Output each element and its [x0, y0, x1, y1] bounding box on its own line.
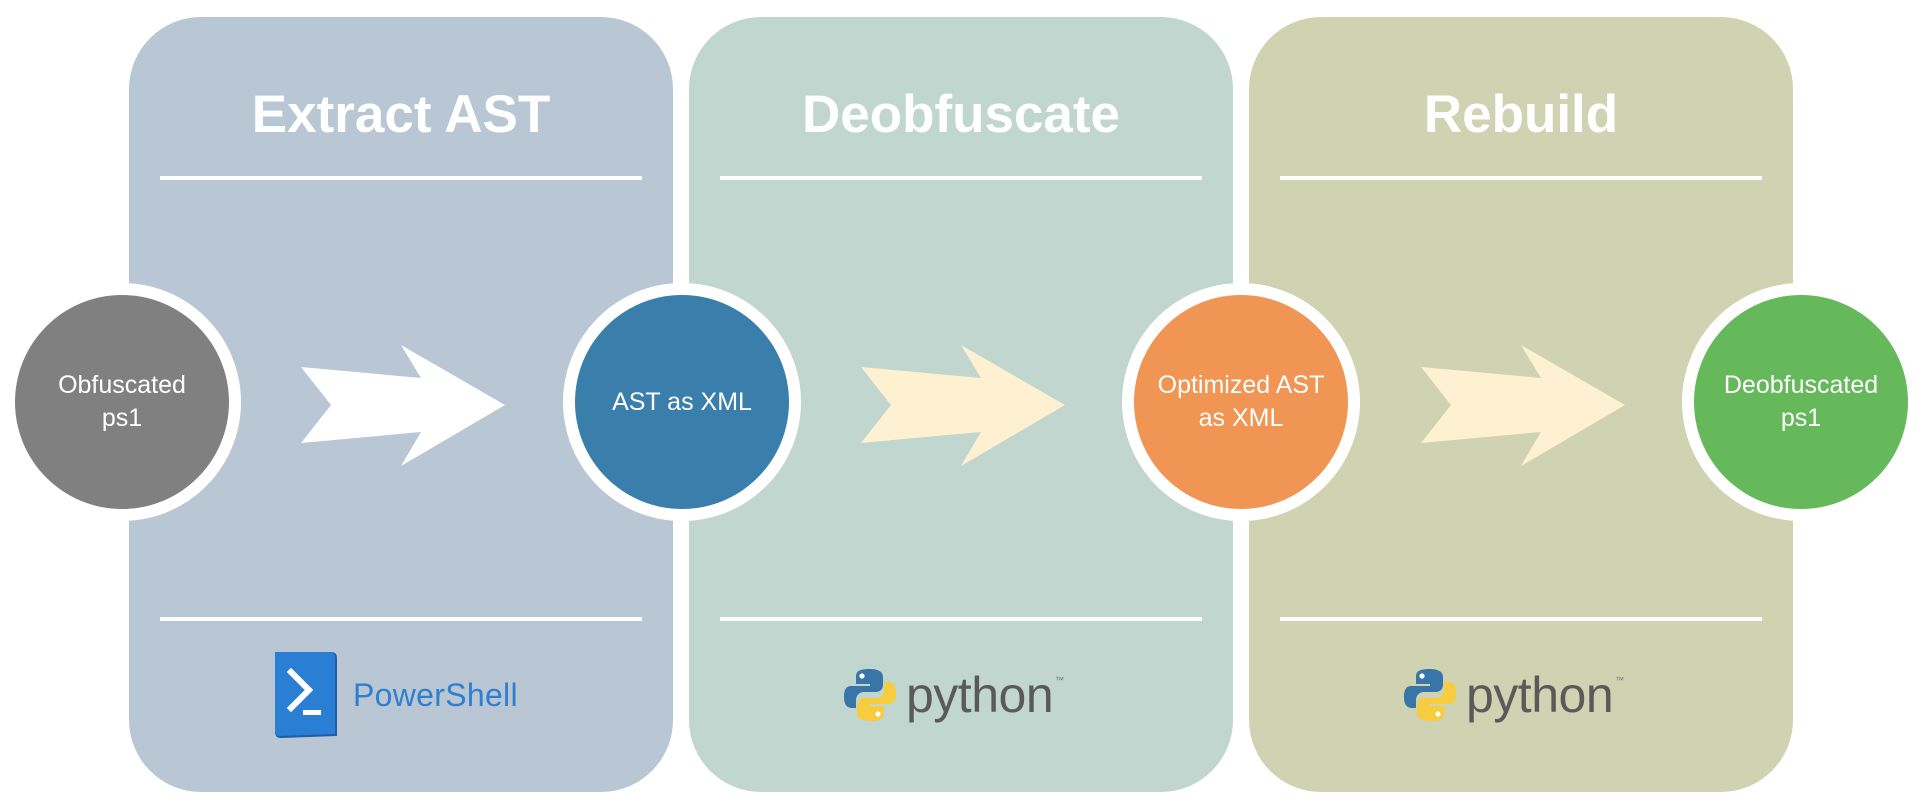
arrow-icon [861, 345, 1065, 466]
tool-name: python [906, 667, 1054, 723]
divider [720, 176, 1202, 180]
arrow-icon [301, 345, 505, 466]
divider [720, 617, 1202, 621]
node-label: AST as XML [612, 387, 752, 416]
divider [1280, 617, 1762, 621]
trademark-mark: ™ [1055, 675, 1065, 685]
stage-title: Extract AST [251, 85, 551, 144]
trademark-mark: ™ [1615, 675, 1625, 685]
stage-title: Deobfuscate [801, 85, 1121, 144]
node-circle: Optimized AST as XML [1134, 295, 1348, 509]
powershell-logo: PowerShell [273, 645, 518, 745]
divider [1280, 176, 1762, 180]
powershell-icon [275, 652, 337, 738]
node-ast-as-xml: AST as XML [563, 283, 801, 521]
node-circle: Deobfuscated ps1 [1694, 295, 1908, 509]
node-circle: Obfuscated ps1 [15, 295, 229, 509]
python-icon [1404, 669, 1456, 721]
python-logo: python ™ [842, 645, 1064, 745]
node-label: Optimized AST as XML [1157, 371, 1325, 432]
node-label: Obfuscated ps1 [58, 371, 186, 432]
node-circle: AST as XML [575, 295, 789, 509]
node-obfuscated-ps1: Obfuscated ps1 [3, 283, 241, 521]
divider [160, 176, 642, 180]
tool-name: PowerShell [353, 676, 518, 713]
arrow-icon [1421, 345, 1625, 466]
stage-title: Rebuild [1423, 85, 1619, 144]
node-label: Deobfuscated ps1 [1723, 371, 1879, 432]
node-deobfuscated-ps1: Deobfuscated ps1 [1682, 283, 1920, 521]
python-icon [844, 669, 896, 721]
node-optimized-ast-as-xml: Optimized AST as XML [1122, 283, 1360, 521]
tool-name: python [1466, 667, 1614, 723]
python-logo: python ™ [1402, 645, 1624, 745]
divider [160, 617, 642, 621]
